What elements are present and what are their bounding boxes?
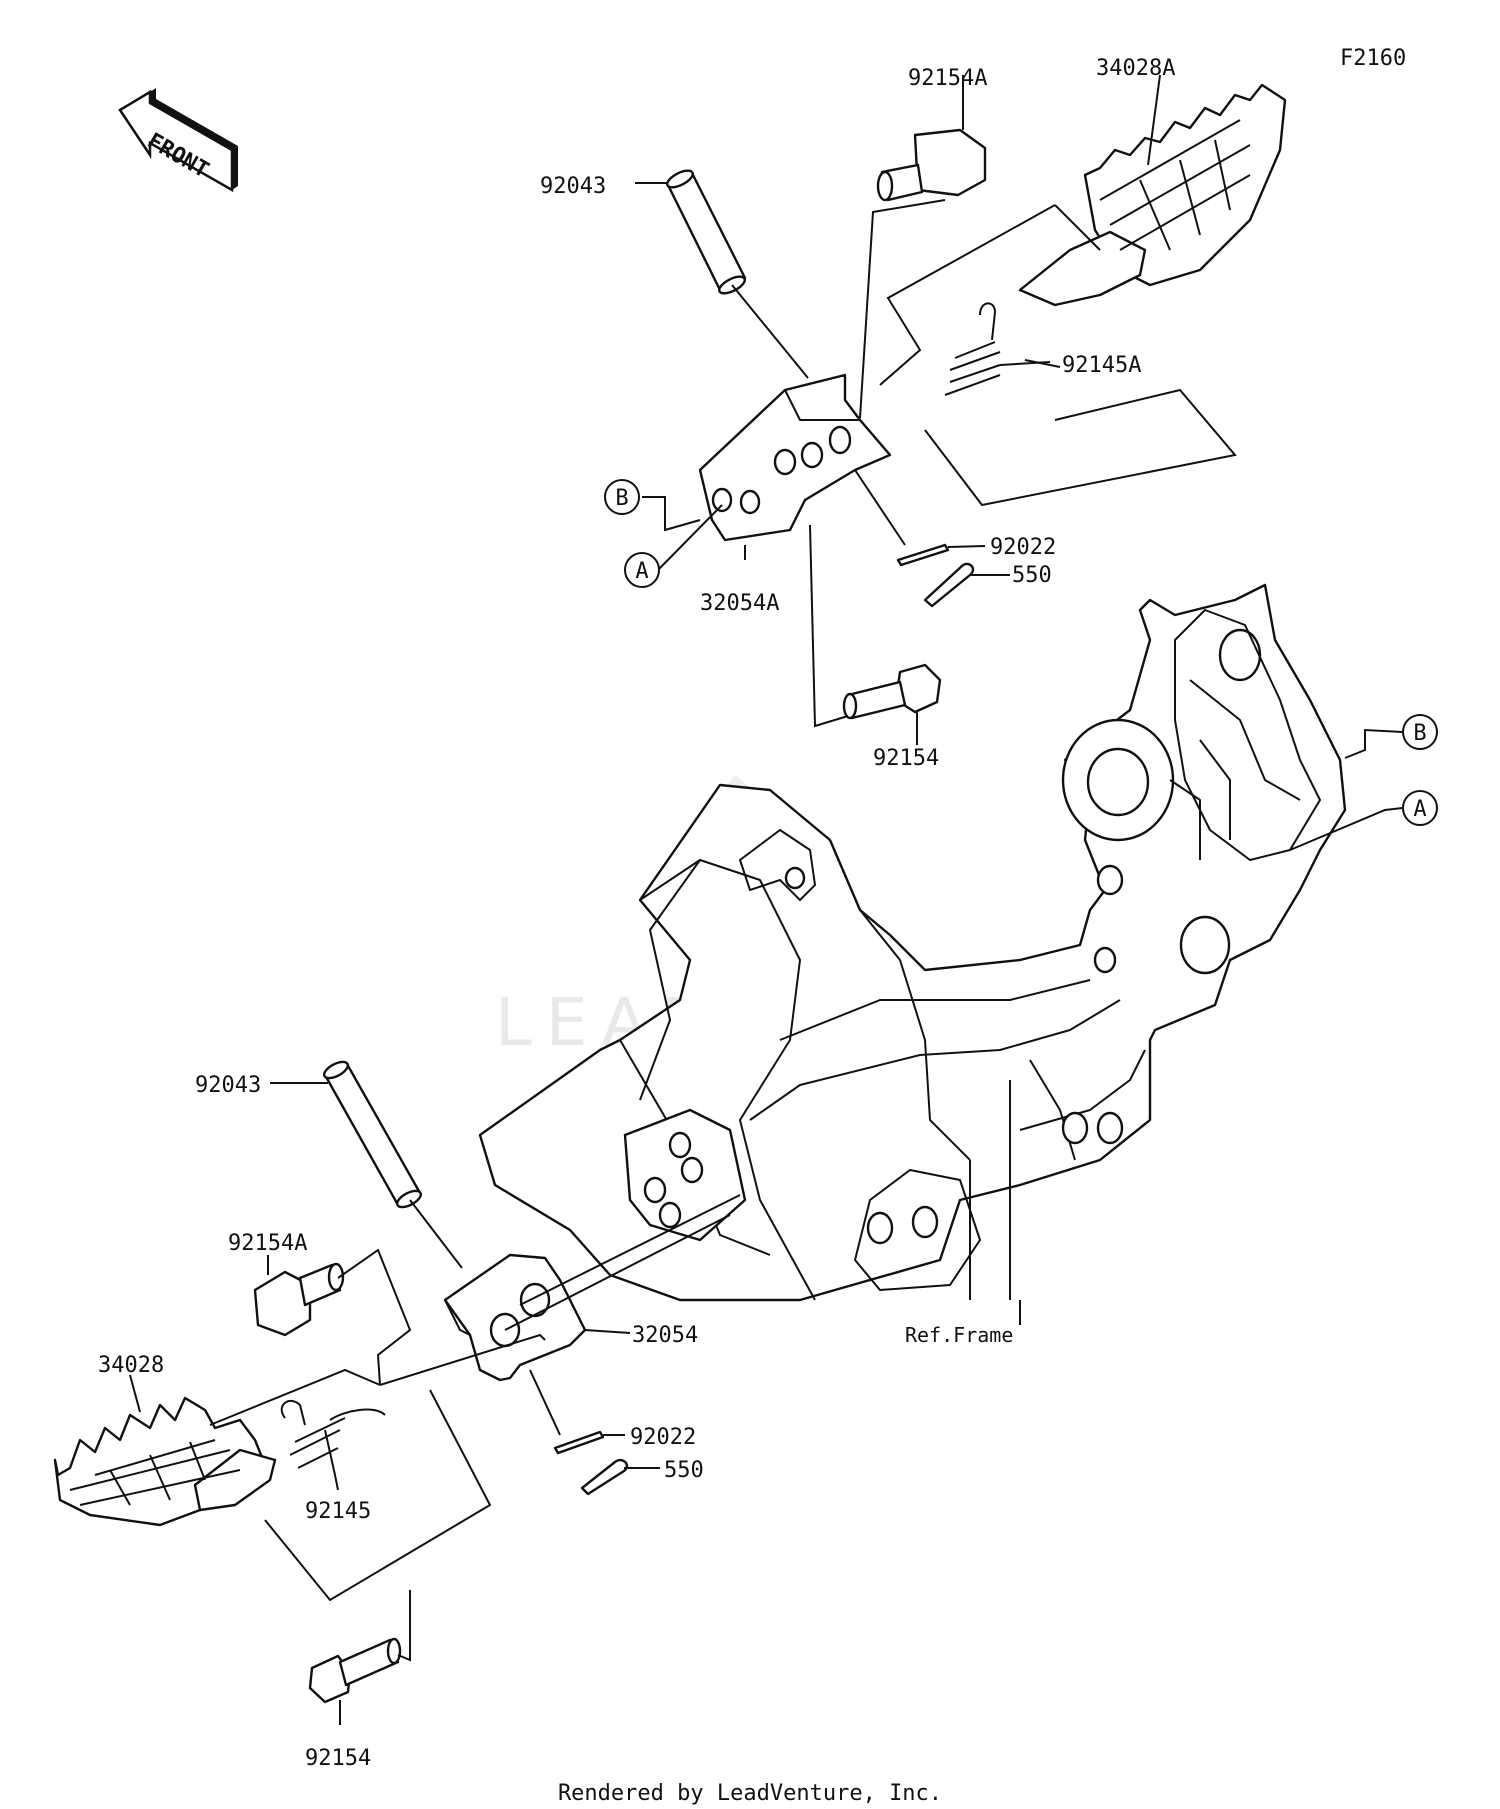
spring-92145A xyxy=(944,302,1001,396)
label-92043-top: 92043 xyxy=(540,174,606,199)
bolt-92154-mid xyxy=(842,663,942,720)
footer-credit: Rendered by LeadVenture, Inc. xyxy=(558,1781,942,1806)
label-92154A-bottom: 92154A xyxy=(228,1231,307,1256)
svg-text:A: A xyxy=(1413,797,1426,822)
svg-text:B: B xyxy=(1413,721,1426,746)
ref-frame-label: Ref.Frame xyxy=(905,1323,1013,1347)
pin-92043-top xyxy=(666,169,747,295)
label-32054: 32054 xyxy=(632,1323,698,1348)
upper-assembly xyxy=(635,74,1287,745)
label-34028A: 34028A xyxy=(1096,56,1175,81)
cotter-pin-550-top xyxy=(923,562,975,608)
label-92022-top: 92022 xyxy=(990,535,1056,560)
bolt-92154A-bottom xyxy=(253,1262,345,1337)
callout-B-right: B xyxy=(1402,714,1438,750)
bolt-92154-bottom xyxy=(308,1637,402,1704)
label-92154-mid: 92154 xyxy=(873,746,939,771)
svg-text:A: A xyxy=(635,559,648,584)
cotter-pin-550-bottom xyxy=(580,1458,629,1496)
bracket-32054A xyxy=(698,373,892,542)
callout-B-top: B xyxy=(604,479,640,515)
label-92154-bottom: 92154 xyxy=(305,1746,371,1771)
label-92145A: 92145A xyxy=(1062,353,1141,378)
spring-92145 xyxy=(280,1399,386,1469)
diagram-code: F2160 xyxy=(1340,46,1406,71)
washer-92022-top xyxy=(896,543,950,567)
label-550-bottom: 550 xyxy=(664,1458,704,1483)
svg-text:B: B xyxy=(615,486,628,511)
washer-92022-bottom xyxy=(553,1430,605,1455)
front-arrow-icon: FRONT xyxy=(118,88,238,193)
footpeg-34028A xyxy=(1018,83,1287,307)
lower-assembly xyxy=(53,1060,1021,1725)
bolt-92154A-top xyxy=(876,128,987,202)
bracket-32054 xyxy=(443,1253,587,1382)
label-92022-bottom: 92022 xyxy=(630,1425,696,1450)
callout-A-right: A xyxy=(1402,790,1438,826)
label-550-top: 550 xyxy=(1012,563,1052,588)
label-92154A-top: 92154A xyxy=(908,66,987,91)
frame xyxy=(478,583,1403,1302)
label-32054A: 32054A xyxy=(700,591,779,616)
label-92043-bottom: 92043 xyxy=(195,1073,261,1098)
label-92145: 92145 xyxy=(305,1499,371,1524)
footpeg-34028 xyxy=(53,1396,277,1527)
callout-A-top: A xyxy=(624,552,660,588)
pin-92043-bottom xyxy=(322,1060,423,1209)
label-34028: 34028 xyxy=(98,1353,164,1378)
